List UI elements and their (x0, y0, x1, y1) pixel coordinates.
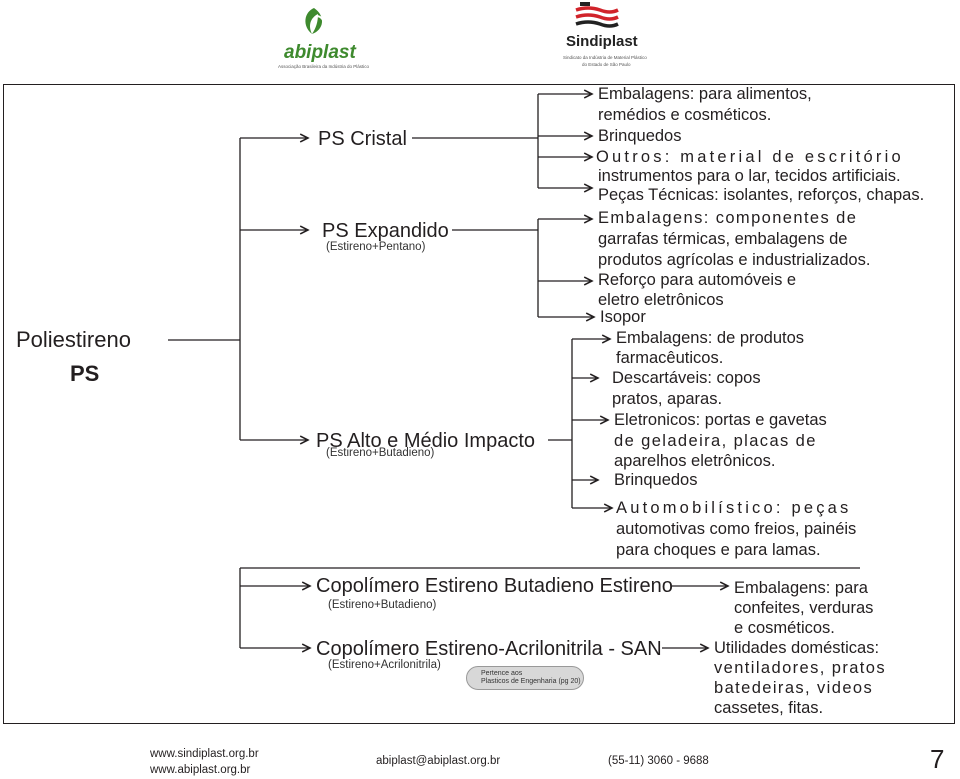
expandido-use-line: produtos agrícolas e industrializados. (598, 251, 871, 269)
type-ps-alto-impacto: PS Alto e Médio Impacto (316, 430, 536, 452)
copolymer-use-line: cassetes, fitas. (714, 699, 824, 717)
copolymer-use-line: Embalagens: para (734, 579, 868, 597)
copolymer-use-line: batedeiras, videos (714, 679, 874, 697)
footer-phone: (55-11) 3060 - 9688 (608, 755, 709, 767)
sindiplast-tagline-1: Sindicato da Indústria de Material Plást… (563, 55, 647, 60)
sindiplast-waves-icon (575, 2, 619, 28)
footer-site-abiplast[interactable]: www.abiplast.org.br (150, 764, 251, 776)
impacto-use-line: farmacêuticos. (616, 349, 724, 367)
abiplast-tagline: Associação Brasileira da Indústria do Pl… (278, 64, 370, 69)
abiplast-leaf-icon (305, 8, 325, 34)
impacto-use-line: aparelhos eletrônicos. (614, 452, 776, 470)
sindiplast-tagline-2: do Estado de São Paulo (582, 62, 631, 67)
engineering-plastics-note: Pertence aos Plasticos de Engenharia (pg… (466, 666, 584, 690)
expandido-use-line: Reforço para automóveis e (598, 271, 797, 289)
expandido-use-line: eletro eletrônicos (598, 291, 724, 309)
expandido-use-line: Embalagens: componentes de (598, 209, 858, 227)
cristal-use-line: Peças Técnicas: isolantes, reforços, cha… (598, 186, 925, 204)
impacto-use-line: Automobilístico: peças (616, 499, 852, 517)
footer-email[interactable]: abiplast@abiplast.org.br (376, 755, 501, 767)
note-line-2: Plasticos de Engenharia (pg 20) (481, 678, 581, 685)
diagram-frame (3, 84, 955, 724)
copolymer-san-sub: (Estireno+Acrilonitrila) (328, 659, 441, 671)
abiplast-wordmark: abiplast (284, 42, 356, 63)
impacto-use-line: automotivas como freios, painéis (616, 520, 857, 538)
page-number: 7 (930, 744, 945, 774)
type-ps-expandido: PS Expandido (322, 220, 449, 242)
copolymer-san: Copolímero Estireno-Acrilonitrila - SAN (316, 638, 662, 660)
impacto-use-line: Eletronicos: portas e gavetas (614, 411, 827, 429)
cristal-use-line: remédios e cosméticos. (598, 106, 772, 124)
impacto-use-line: Descartáveis: copos (612, 369, 761, 387)
type-ps-expandido-sub: (Estireno+Pentano) (326, 241, 426, 253)
impacto-use-line: para choques e para lamas. (616, 541, 821, 559)
impacto-use-line: de geladeira, placas de (614, 432, 817, 450)
type-ps-alto-impacto-sub: (Estireno+Butadieno) (326, 447, 435, 459)
cristal-use-line: Outros: material de escritório (596, 148, 904, 166)
cristal-use-line: Embalagens: para alimentos, (598, 85, 812, 103)
root-abbrev: PS (70, 361, 100, 386)
copolymer-use-line: ventiladores, pratos (714, 659, 886, 677)
copolymer-use-line: Utilidades domésticas: (714, 639, 880, 657)
cristal-use-line: Brinquedos (598, 127, 682, 145)
footer-site-sindiplast[interactable]: www.sindiplast.org.br (150, 748, 259, 760)
sindiplast-logo: Sindiplast Sindicato da Indústria de Mat… (560, 0, 647, 72)
copolymer-sbs-sub: (Estireno+Butadieno) (328, 599, 437, 611)
copolymer-use-line: e cosméticos. (734, 619, 835, 637)
copolymer-sbs: Copolímero Estireno Butadieno Estireno (316, 575, 673, 597)
abiplast-logo: abiplast Associação Brasileira da Indúst… (272, 4, 369, 69)
note-line-1: Pertence aos (481, 670, 523, 677)
type-ps-cristal: PS Cristal (318, 128, 407, 150)
impacto-use-line: pratos, aparas. (612, 390, 723, 408)
root-title: Poliestireno (16, 327, 131, 352)
sindiplast-wordmark: Sindiplast (566, 33, 638, 50)
expandido-use-line: garrafas térmicas, embalagens de (598, 230, 848, 248)
copolymer-use-line: confeites, verduras (734, 599, 874, 617)
cristal-use-line: instrumentos para o lar, tecidos artific… (598, 167, 901, 185)
impacto-use-line: Embalagens: de produtos (616, 329, 805, 347)
expandido-use-line: Isopor (600, 308, 646, 326)
impacto-use-line: Brinquedos (614, 471, 698, 489)
